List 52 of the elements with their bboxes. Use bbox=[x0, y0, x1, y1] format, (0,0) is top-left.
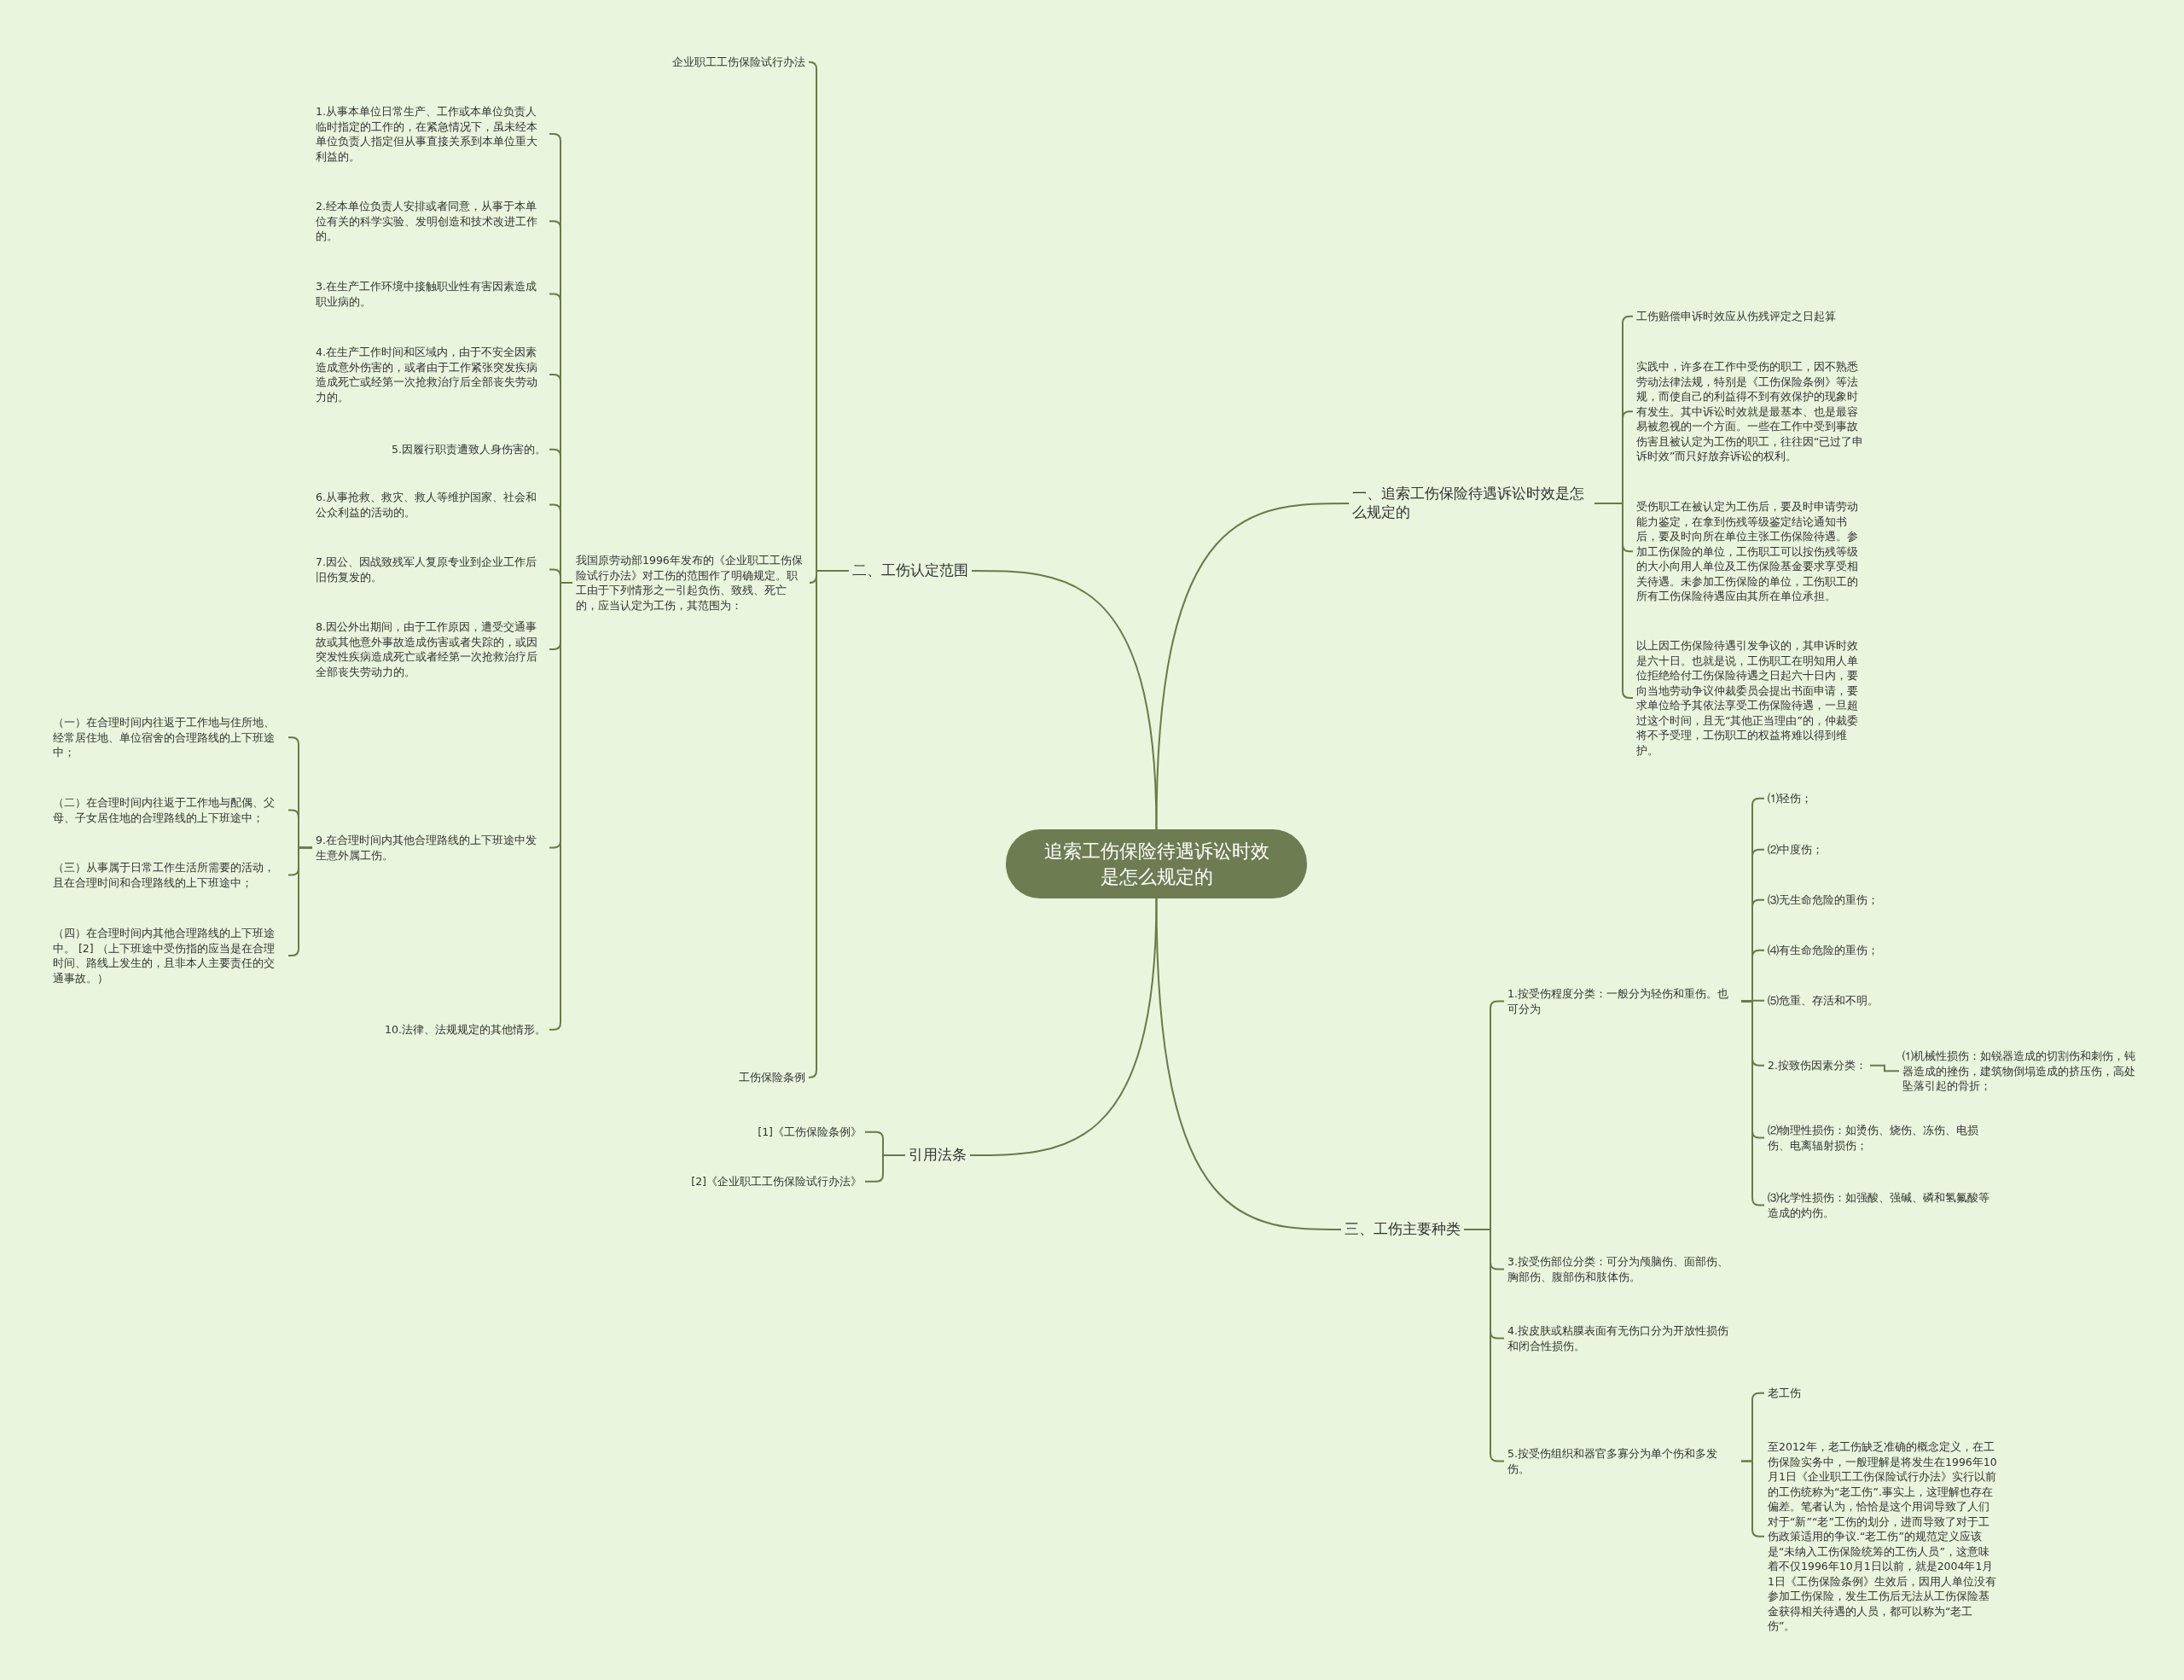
central-topic: 追索工伤保险待遇诉讼时效是怎么规定的 bbox=[1006, 829, 1307, 898]
topic-text: ⑴机械性损伤：如锐器造成的切割伤和刺伤，钝器造成的挫伤，建筑物倒塌造成的挤压伤，高处坠落引起的骨折； bbox=[1902, 1049, 2137, 1094]
topic-text: 8.因公外出期间，由于工作原因，遭受交通事故或其他意外事故造成伤害或者失踪的，或因突发性疾病造成死亡或者经第一次抢救治疗后全部丧失劳动力的。 bbox=[316, 619, 546, 679]
connector-line bbox=[549, 582, 573, 1031]
topic-text: 3.按受伤部位分类：可分为颅脑伤、面部伤、胸部伤、腹部伤和肢体伤。 bbox=[1507, 1254, 1738, 1284]
topic-text: ⑶无生命危险的重伤； bbox=[1768, 892, 1879, 908]
connector-line bbox=[1155, 503, 1350, 830]
topic-text: 3.在生产工作环境中接触职业性有害因素造成职业病的。 bbox=[316, 279, 546, 309]
connector-line bbox=[288, 846, 313, 956]
connector-line bbox=[1868, 1064, 1900, 1073]
topic-text: 老工伤 bbox=[1768, 1386, 1801, 1401]
topic-text: 工伤赔偿申诉时效应从伤残评定之日起算 bbox=[1636, 309, 1836, 324]
topic-text: 5.因履行职责遭致人身伤害的。 bbox=[392, 442, 546, 457]
topic-text: 4.按皮肤或粘膜表面有无伤口分为开放性损伤和闭合性损伤。 bbox=[1507, 1323, 1738, 1353]
topic-text: 至2012年，老工伤缺乏准确的概念定义，在工伤保险实务中，一般理解是将发生在1996年10月1日《企业职工工伤保险试行办法》实行以前的工伤统称为“老工伤”.事实上，这理解也存在偏差。笔者认为，恰恰是这个用词导致了人们对于“新”“老”工伤的划分，进而导致了对于工伤政策适用的争议.“老工伤”的规范定义应该是“未纳入工伤保险统筹的工伤人员”，这意味着不仅1996年10月1日以前，就是2004年1月1日《工伤保险条例》生效后，因用人单位没有参加工伤保险，发生工伤后无法从工伤保险基金获得相关待遇的人员，都可以称为“老工伤”。 bbox=[1768, 1439, 2000, 1634]
connector-line bbox=[971, 570, 1158, 830]
topic-text: ⑶化学性损伤：如强酸、强碱、磷和氢氟酸等造成的灼伤。 bbox=[1768, 1190, 1998, 1220]
topic-text: 实践中，许多在工作中受伤的职工，因不熟悉劳动法律法规，特别是《工伤保险条例》等法规，而使自己的利益得不到有效保护的现象时有发生。其中诉讼时效就是最基本、也是最容易被忽视的一个方面。一些在工作中受到事故伤害且被认定为工伤的职工，往往因“已过了申诉时效”而只好放弃诉讼的权利。 bbox=[1636, 359, 1868, 464]
topic-text: 4.在生产工作时间和区域内，由于不安全因素造成意外伤害的，或者由于工作紧张突发疾病造成死亡或经第一次抢救治疗后全部丧失劳动力的。 bbox=[316, 345, 546, 404]
topic-text: 以上因工伤保险待遇引发争议的，其申诉时效是六十日。也就是说，工伤职工在明知用人单位拒绝给付工伤保险待遇之日起六十日内，要向当地劳动争议仲裁委员会提出书面申请，要求单位给予其依法享受工伤保险待遇，一旦超过这个时间，且无“其他正当理由”的，仲裁委将不予受理，工伤职工的权益将难以得到维护。 bbox=[1636, 638, 1868, 758]
topic-text: 2.按致伤因素分类： bbox=[1768, 1058, 1867, 1073]
connector-line bbox=[969, 898, 1158, 1156]
topic-text: 9.在合理时间内其他合理路线的上下班途中发生意外属工伤。 bbox=[316, 833, 546, 863]
topic-text: [1]《工伤保险条例》 bbox=[758, 1125, 862, 1140]
topic-text: （三）从事属于日常工作生活所需要的活动，且在合理时间和合理路线的上下班途中； bbox=[53, 860, 285, 890]
topic-text: （二）在合理时间内往返于工作地与配偶、父母、子女居住地的合理路线的上下班途中； bbox=[53, 795, 285, 825]
topic-text: ⑷有生命危险的重伤； bbox=[1768, 943, 1879, 958]
topic-text: ⑴轻伤； bbox=[1768, 791, 1812, 806]
topic-text: [2]《企业职工工伤保险试行办法》 bbox=[691, 1174, 862, 1189]
connector-line bbox=[1594, 503, 1634, 699]
topic-text: 1.从事本单位日常生产、工作或本单位负责人临时指定的工作的，在紧急情况下，虽未经本单位负责人指定但从事直接关系到本单位重大利益的。 bbox=[316, 104, 546, 164]
topic-text: 2.经本单位负责人安排或者同意，从事于本单位有关的科学实验、发明创造和技术改进工作的。 bbox=[316, 199, 546, 244]
connector-line bbox=[1155, 898, 1342, 1230]
topic-text: （一）在合理时间内往返于工作地与住所地、经常居住地、单位宿舍的合理路线的上下班途中； bbox=[53, 715, 285, 760]
topic-text: 5.按受伤组织和器官多寡分为单个伤和多发伤。 bbox=[1507, 1446, 1738, 1476]
branch-label: 一、追索工伤保险待遇诉讼时效是怎么规定的 bbox=[1352, 485, 1591, 522]
topic-text: 企业职工工伤保险试行办法 bbox=[672, 55, 805, 70]
topic-text: ⑸危重、存活和不明。 bbox=[1768, 993, 1879, 1009]
topic-text: 7.因公、因战致残军人复原专业到企业工作后旧伤复发的。 bbox=[316, 555, 546, 584]
topic-text: 1.按受伤程度分类：一般分为轻伤和重伤。也可分为 bbox=[1507, 986, 1738, 1016]
topic-text: 我国原劳动部1996年发布的《企业职工工伤保险试行办法》对工伤的范围作了明确规定。职工由于下列情形之一引起负伤、致残、死亡的，应当认定为工伤，其范围为： bbox=[576, 553, 808, 613]
branch-label: 二、工伤认定范围 bbox=[852, 561, 968, 580]
branch-label: 三、工伤主要种类 bbox=[1345, 1220, 1461, 1239]
topic-text: 10.法律、法规规定的其他情形。 bbox=[385, 1022, 546, 1038]
topic-text: 工伤保险条例 bbox=[739, 1070, 805, 1085]
branch-label: 引用法条 bbox=[909, 1146, 967, 1165]
connector-line bbox=[808, 570, 850, 1078]
topic-text: ⑵物理性损伤：如烫伤、烧伤、冻伤、电损伤、电离辐射损伤； bbox=[1768, 1123, 1998, 1153]
topic-text: （四）在合理时间内其他合理路线的上下班途中。 [2] （上下班途中受伤指的应当是在合理时间、路线上发生的，且非本人主要责任的交通事故。） bbox=[53, 926, 285, 985]
topic-text: 受伤职工在被认定为工伤后，要及时申请劳动能力鉴定，在拿到伤残等级鉴定结论通知书后，要及时向所在单位主张工伤保险待遇。参加工伤保险的单位，工伤职工可以按伤残等级的大小向用人单位及工伤保险基金要求享受相关待遇。未参加工伤保险的单位，工伤职工的所有工伤保险待遇应由其所在单位承担。 bbox=[1636, 499, 1868, 604]
topic-text: ⑵中度伤； bbox=[1768, 842, 1823, 857]
topic-text: 6.从事抢救、救灾、救人等维护国家、社会和公众利益的活动的。 bbox=[316, 490, 546, 520]
